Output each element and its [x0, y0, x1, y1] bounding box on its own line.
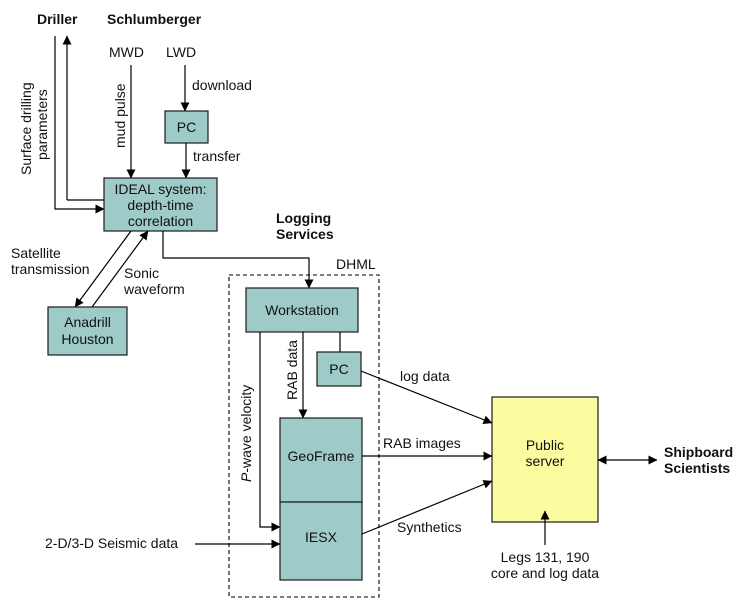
- pc-top-box: [164, 110, 209, 144]
- workstation-label: Workstation: [265, 302, 339, 318]
- public-server-label-1: Public: [526, 437, 564, 453]
- sonic-label-1: Sonic: [124, 265, 159, 281]
- public-server-box: [491, 396, 599, 523]
- surface-params-arrow: [54, 36, 105, 214]
- legs-label-2: core and log data: [491, 565, 599, 581]
- ideal-label-1: IDEAL system:: [114, 181, 206, 197]
- driller-label: Driller: [37, 11, 78, 27]
- synthetics-arrow: [361, 480, 493, 535]
- logging-services-label-2: Services: [276, 226, 334, 242]
- anadrill-label-1: Anadrill: [64, 314, 111, 330]
- synthetics-label: Synthetics: [397, 519, 462, 535]
- legs-label-1: Legs 131, 190: [501, 549, 590, 565]
- sonic-arrow: [91, 230, 149, 308]
- download-label: download: [192, 77, 252, 93]
- rab-images-label: RAB images: [383, 435, 461, 451]
- surface-params-label-2: parameters: [34, 89, 50, 160]
- ideal-to-workstation-arrow: [162, 231, 314, 289]
- surface-params-label-1: Surface drilling: [18, 82, 34, 175]
- ideal-label-2: depth-time: [127, 197, 193, 213]
- shipboard-label-1: Shipboard: [664, 444, 733, 460]
- geoframe-box: [279, 417, 363, 503]
- pwave-italic: P: [238, 472, 254, 482]
- pc-inner-label: PC: [329, 361, 348, 377]
- seismic-label: 2-D/3-D Seismic data: [45, 535, 178, 551]
- logging-services-label-1: Logging: [276, 210, 331, 226]
- ideal-label-3: correlation: [128, 213, 193, 229]
- pwave-arrow: [259, 332, 281, 532]
- log-data-arrow: [360, 370, 493, 425]
- anadrill-houston-box: [47, 306, 128, 356]
- schlumberger-label: Schlumberger: [107, 11, 202, 27]
- satellite-label-2: transmission: [11, 261, 90, 277]
- satellite-label-1: Satellite: [11, 245, 61, 261]
- mwd-label: MWD: [109, 44, 144, 60]
- pwave-label: P-wave velocity: [238, 385, 254, 482]
- iesx-box: [279, 501, 363, 581]
- anadrill-label-2: Houston: [61, 331, 113, 347]
- sonic-label-2: waveform: [123, 281, 185, 297]
- shipboard-label-2: Scientists: [664, 460, 730, 476]
- mud-pulse-label: mud pulse: [112, 83, 128, 148]
- public-server-label-2: server: [526, 453, 565, 469]
- dhml-boundary: [228, 274, 380, 598]
- geoframe-label: GeoFrame: [288, 448, 355, 464]
- satellite-arrow: [74, 230, 132, 308]
- log-data-label: log data: [400, 368, 450, 384]
- workstation-box: [245, 287, 359, 333]
- pc-inner-box: [316, 351, 362, 387]
- ideal-system-box: [103, 177, 218, 232]
- lwd-label: LWD: [166, 44, 196, 60]
- pc-top-label: PC: [177, 119, 196, 135]
- pwave-rest: -wave velocity: [238, 385, 254, 473]
- transfer-label: transfer: [193, 148, 241, 164]
- dhml-label: DHML: [336, 256, 376, 272]
- iesx-label: IESX: [305, 529, 338, 545]
- rab-data-label: RAB data: [284, 340, 300, 400]
